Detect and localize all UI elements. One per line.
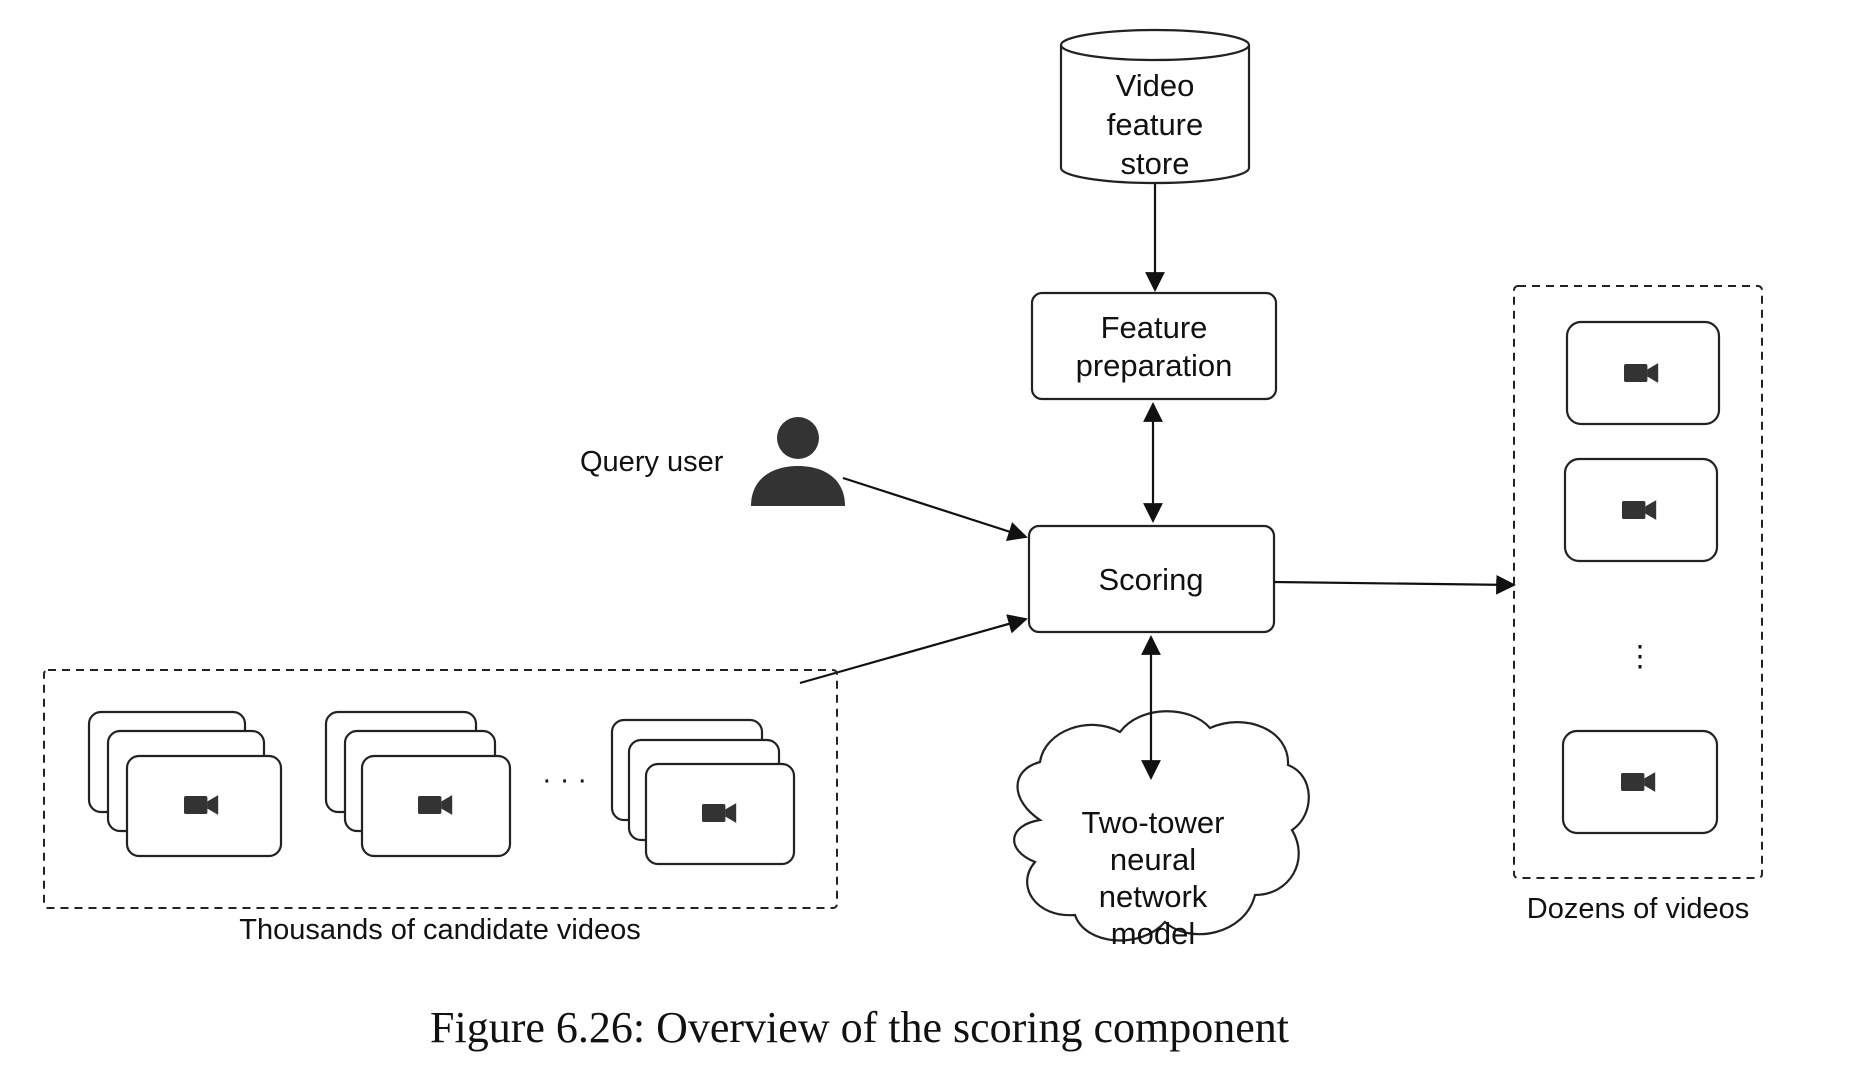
- model-label-line2: neural: [1110, 842, 1196, 877]
- candidate-stack-1: [87, 710, 283, 858]
- prep-label-line1: Feature: [1101, 310, 1208, 345]
- query-user: Query user: [580, 417, 845, 506]
- feature-preparation-node: Feature preparation: [1030, 291, 1278, 401]
- output-ellipsis: ⋮: [1626, 641, 1655, 673]
- model-label-line3: network: [1099, 879, 1208, 914]
- edge-scoring-to-output: [1273, 574, 1516, 595]
- output-video-3: [1561, 729, 1719, 835]
- edge-user-to-scoring: [842, 476, 1028, 541]
- output-video-2: [1563, 457, 1719, 563]
- candidate-stack-3: [610, 718, 796, 866]
- store-label-line1: Video: [1116, 68, 1195, 103]
- edge-candidates-to-scoring: [799, 614, 1028, 685]
- query-user-label: Query user: [580, 446, 724, 478]
- user-icon: [751, 417, 845, 506]
- prep-label-line2: preparation: [1076, 348, 1233, 383]
- output-videos-group: ⋮ Dozens of videos: [1513, 285, 1763, 925]
- two-tower-model-node: Two-tower neural network model: [1013, 710, 1310, 951]
- scoring-node: Scoring: [1027, 524, 1276, 634]
- candidate-videos-group: · · · Thousands of candidate videos: [43, 669, 838, 946]
- output-video-1: [1565, 320, 1721, 426]
- figure-caption: Figure 6.26: Overview of the scoring com…: [430, 1003, 1289, 1052]
- model-label-line4: model: [1111, 916, 1195, 951]
- store-label-line3: store: [1121, 146, 1190, 181]
- model-label-line1: Two-tower: [1082, 805, 1225, 840]
- candidates-label: Thousands of candidate videos: [239, 914, 640, 946]
- store-label-line2: feature: [1107, 107, 1204, 142]
- scoring-label: Scoring: [1098, 562, 1203, 597]
- candidate-stack-2: [324, 710, 512, 858]
- video-feature-store: Video feature store: [1059, 28, 1251, 185]
- output-label: Dozens of videos: [1527, 893, 1749, 925]
- candidates-ellipsis: · · ·: [542, 764, 587, 796]
